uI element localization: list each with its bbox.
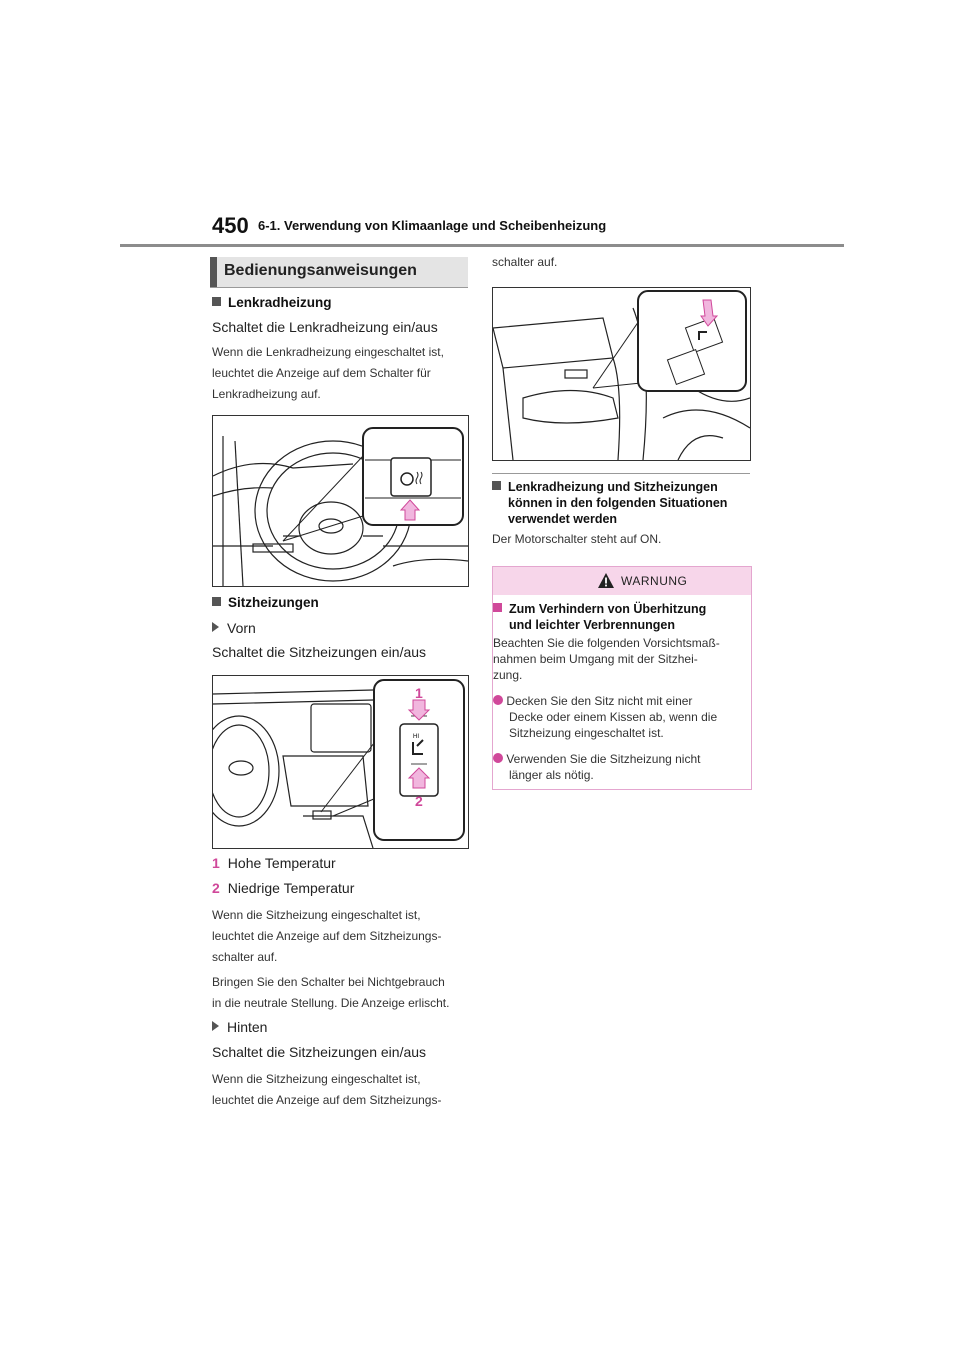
warning-intro-line: Beachten Sie die folgenden Vorsichtsmaß- xyxy=(493,636,720,650)
warning-bullet-text: Decken Sie den Sitz nicht mit einer xyxy=(506,694,693,708)
callout-text: Niedrige Temperatur xyxy=(227,880,355,896)
warning-title: WARNUNG xyxy=(621,574,688,588)
callout-number: 1 xyxy=(212,855,220,871)
situations-heading: Lenkradheizung und Sitzheizungen können … xyxy=(492,479,727,527)
seat-line: Schaltet die Sitzheizungen ein/aus xyxy=(212,644,427,660)
warning-bullet-line: Decke oder einem Kissen ab, wenn die xyxy=(509,710,718,724)
warning-heading-text: Zum Verhindern von Überhitzung xyxy=(509,602,707,616)
section-title: Bedienungsanweisungen xyxy=(224,262,417,279)
callout-1: 1 xyxy=(415,685,423,701)
front-label-text: Vorn xyxy=(227,620,256,636)
chapter-title: 6-1. Verwendung von Klimaanlage und Sche… xyxy=(258,218,607,233)
neutral-desc-line: in die neutrale Stellung. Die Anzeige er… xyxy=(212,996,450,1010)
warning-heading-line: Zum Verhindern von Überhitzung xyxy=(493,601,706,617)
situations-heading-text: Lenkradheizung und Sitzheizungen xyxy=(508,480,718,494)
warning-bullet-line: länger als nötig. xyxy=(509,768,594,782)
warning-intro-line: nahmen beim Umgang mit der Sitzhei- xyxy=(493,652,698,666)
bullet-dot-icon xyxy=(493,753,503,763)
steering-wheel-illustration xyxy=(213,427,468,586)
page-number: 450 xyxy=(212,213,249,238)
arrow-up-icon xyxy=(407,767,431,789)
situations-text: Der Motorschalter steht auf ON. xyxy=(492,532,662,546)
situations-heading-line: können in den folgenden Situationen xyxy=(508,496,728,510)
warning-triangle-icon xyxy=(598,573,614,588)
rear-seat-illustration xyxy=(493,290,750,460)
bullet-dot-icon xyxy=(493,695,503,705)
seat-heading-text: Sitzheizungen xyxy=(228,595,319,610)
seat-heading: Sitzheizungen xyxy=(212,595,319,610)
square-bullet-icon xyxy=(212,297,221,306)
steering-heater-figure xyxy=(212,415,469,587)
callout-item: 2 Niedrige Temperatur xyxy=(212,880,354,896)
situations-heading-line: Lenkradheizung und Sitzheizungen xyxy=(492,479,727,495)
steering-heading-text: Lenkradheizung xyxy=(228,295,332,310)
section-header: Bedienungsanweisungen xyxy=(210,257,468,288)
seat-desc: Wenn die Sitzheizung eingeschaltet ist, … xyxy=(212,905,441,968)
warning-box: WARNUNG Zum Verhindern von Überhitzung u… xyxy=(492,566,752,790)
rear-desc-line: leuchtet die Anzeige auf dem Sitzheizung… xyxy=(212,1093,442,1107)
warning-header: WARNUNG xyxy=(493,567,751,595)
rear-desc-continuation: schalter auf. xyxy=(492,255,558,269)
header-divider xyxy=(120,244,844,247)
rear-label-text: Hinten xyxy=(227,1019,268,1035)
warning-heading: Zum Verhindern von Überhitzung und leich… xyxy=(493,601,706,633)
warning-bullet: Verwenden Sie die Sitzheizung nicht läng… xyxy=(493,751,700,783)
right-divider xyxy=(492,473,750,474)
front-label: Vorn xyxy=(212,620,256,636)
rear-desc: Wenn die Sitzheizung eingeschaltet ist, … xyxy=(212,1069,441,1111)
seat-desc-line: schalter auf. xyxy=(212,950,278,964)
rear-desc-line: Wenn die Sitzheizung eingeschaltet ist, xyxy=(212,1072,421,1086)
callout-number: 2 xyxy=(212,880,220,896)
neutral-desc: Bringen Sie den Schalter bei Nichtgebrau… xyxy=(212,972,449,1014)
seat-heater-icon xyxy=(412,739,424,755)
warning-heading-line: und leichter Verbrennungen xyxy=(509,618,675,632)
neutral-desc-line: Bringen Sie den Schalter bei Nichtgebrau… xyxy=(212,975,445,989)
steering-line: Schaltet die Lenkradheizung ein/aus xyxy=(212,319,438,335)
warning-intro: Beachten Sie die folgenden Vorsichtsmaß-… xyxy=(493,635,720,683)
front-dashboard-illustration: HI LO 1 2 xyxy=(213,679,465,848)
situations-heading-line: verwendet werden xyxy=(508,512,618,526)
rear-label: Hinten xyxy=(212,1019,267,1035)
seat-heater-icon xyxy=(698,331,707,340)
section-header-bar xyxy=(210,257,217,287)
warning-bullet-line: Decken Sie den Sitz nicht mit einer xyxy=(493,693,717,709)
arrow-down-icon xyxy=(407,699,431,721)
front-seat-heater-figure: HI LO 1 2 xyxy=(212,675,469,849)
rear-line: Schaltet die Sitzheizungen ein/aus xyxy=(212,1044,427,1060)
warning-bullet-text: Verwenden Sie die Sitzheizung nicht xyxy=(506,752,701,766)
steering-desc-line: leuchtet die Anzeige auf dem Schalter fü… xyxy=(212,366,431,380)
rear-seat-heater-figure xyxy=(492,287,751,461)
warning-bullet-line: Verwenden Sie die Sitzheizung nicht xyxy=(493,751,700,767)
square-bullet-icon xyxy=(212,597,221,606)
callout-text: Hohe Temperatur xyxy=(227,855,336,871)
triangle-bullet-icon xyxy=(212,622,219,632)
steering-desc-line: Wenn die Lenkradheizung eingeschaltet is… xyxy=(212,345,444,359)
steering-desc: Wenn die Lenkradheizung eingeschaltet is… xyxy=(212,342,444,405)
triangle-bullet-icon xyxy=(212,1021,219,1031)
seat-desc-line: Wenn die Sitzheizung eingeschaltet ist, xyxy=(212,908,421,922)
steering-desc-line: Lenkradheizung auf. xyxy=(212,387,321,401)
square-bullet-icon xyxy=(492,481,501,490)
seat-desc-line: leuchtet die Anzeige auf dem Sitzheizung… xyxy=(212,929,442,943)
arrow-down-icon xyxy=(700,299,719,327)
warning-bullet-line: Sitzheizung eingeschaltet ist. xyxy=(509,726,664,740)
callout-item: 1 Hohe Temperatur xyxy=(212,855,336,871)
callout-2: 2 xyxy=(415,793,423,809)
warning-intro-line: zung. xyxy=(493,668,523,682)
steering-heading: Lenkradheizung xyxy=(212,295,332,310)
arrow-up-icon xyxy=(399,499,421,521)
warning-bullet: Decken Sie den Sitz nicht mit einer Deck… xyxy=(493,693,717,741)
square-bullet-icon xyxy=(493,603,502,612)
hi-label: HI xyxy=(413,734,419,740)
